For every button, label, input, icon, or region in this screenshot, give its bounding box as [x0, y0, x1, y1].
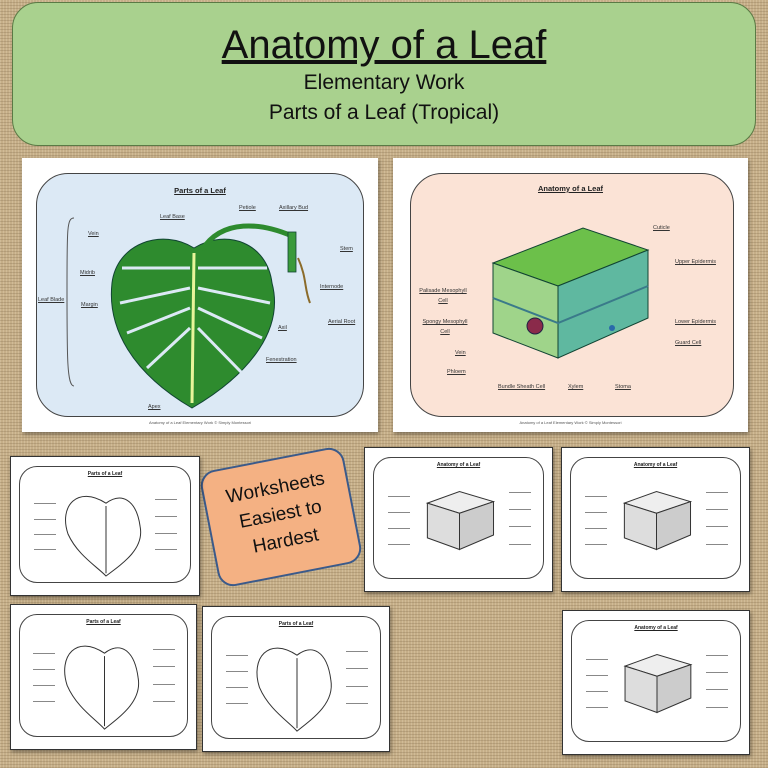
label-margin: Margin — [81, 302, 98, 308]
label-petiole: Petiole — [239, 205, 256, 211]
label-axil: Axil — [278, 325, 287, 331]
worksheet-title: Anatomy of a Leaf — [436, 462, 481, 468]
label-internode: Internode — [320, 284, 344, 290]
leaf-cross-section-illustration — [491, 227, 650, 359]
worksheet-diagram — [623, 653, 693, 714]
label-leaf-base: Leaf Base — [160, 214, 185, 220]
subtitle-2: Parts of a Leaf (Tropical) — [268, 101, 500, 124]
worksheet-title: Parts of a Leaf — [278, 621, 314, 627]
label-leaf-blade: Leaf Blade — [38, 297, 65, 303]
label-xylem: Xylem — [568, 384, 584, 390]
worksheet-thumbnail: Parts of a Leaf — [10, 456, 200, 596]
label-vein: Vein — [455, 350, 466, 356]
worksheet-thumbnail: Anatomy of a Leaf — [364, 447, 553, 592]
monstera-leaf-illustration — [66, 217, 311, 409]
label-phloem: Phloem — [447, 369, 466, 375]
card-title: Parts of a Leaf — [174, 186, 226, 195]
card-footer: Anatomy of a Leaf Elementary Work © Simp… — [519, 420, 622, 425]
title-banner: Anatomy of a Leaf Elementary Work Parts … — [12, 2, 756, 146]
label-midrib: Midrib — [80, 270, 95, 276]
main-title: Anatomy of a Leaf — [221, 23, 547, 67]
worksheet-title: Parts of a Leaf — [87, 471, 123, 477]
worksheet-title: Parts of a Leaf — [86, 619, 121, 625]
label-palisade-mesophyll-cell: Palisade Mesophyll Cell — [419, 288, 467, 304]
label-cuticle: Cuticle — [653, 225, 670, 231]
worksheet-thumbnail: Anatomy of a Leaf — [562, 610, 750, 755]
label-lower-epidermis: Lower Epidermis — [675, 319, 716, 325]
worksheet-diagram — [622, 490, 693, 551]
worksheet-diagram — [256, 647, 332, 732]
label-fenestration: Fenestration — [266, 357, 297, 363]
subtitle: Elementary Work — [303, 71, 465, 94]
worksheet-diagram — [64, 645, 140, 730]
label-stoma: Stoma — [615, 384, 631, 390]
label-bundle-sheath-cell: Bundle Sheath Cell — [498, 384, 546, 390]
worksheets-badge: Worksheets Easiest to Hardest — [198, 445, 364, 589]
label-aerial-root: Aerial Root — [328, 319, 356, 325]
label-axillary-bud: Axillary Bud — [279, 205, 309, 211]
label-apex: Apex — [148, 404, 161, 410]
label-spongy-mesophyll-cell: Spongy Mesophyll Cell — [422, 319, 468, 335]
worksheet-diagram — [65, 496, 142, 577]
worksheet-thumbnail: Parts of a Leaf — [202, 606, 390, 752]
anatomy-of-leaf-card: Anatomy of a Leaf Cuticle Upper Epidermi… — [393, 158, 748, 432]
worksheet-thumbnail: Parts of a Leaf — [10, 604, 197, 750]
worksheet-title: Anatomy of a Leaf — [634, 625, 678, 631]
worksheet-diagram — [425, 490, 496, 551]
label-vein: Vein — [88, 231, 99, 237]
label-upper-epidermis: Upper Epidermis — [675, 259, 716, 265]
parts-of-leaf-card: Parts of a Leaf Leaf Base Petiole Axilla… — [22, 158, 378, 432]
label-guard-cell: Guard Cell — [675, 340, 702, 346]
worksheet-thumbnail: Anatomy of a Leaf — [561, 447, 750, 592]
card-footer: Anatomy of a Leaf Elementary Work © Simp… — [148, 420, 252, 425]
worksheet-title: Anatomy of a Leaf — [633, 462, 678, 468]
label-stem: Stem — [340, 246, 353, 252]
card-title: Anatomy of a Leaf — [537, 184, 603, 193]
